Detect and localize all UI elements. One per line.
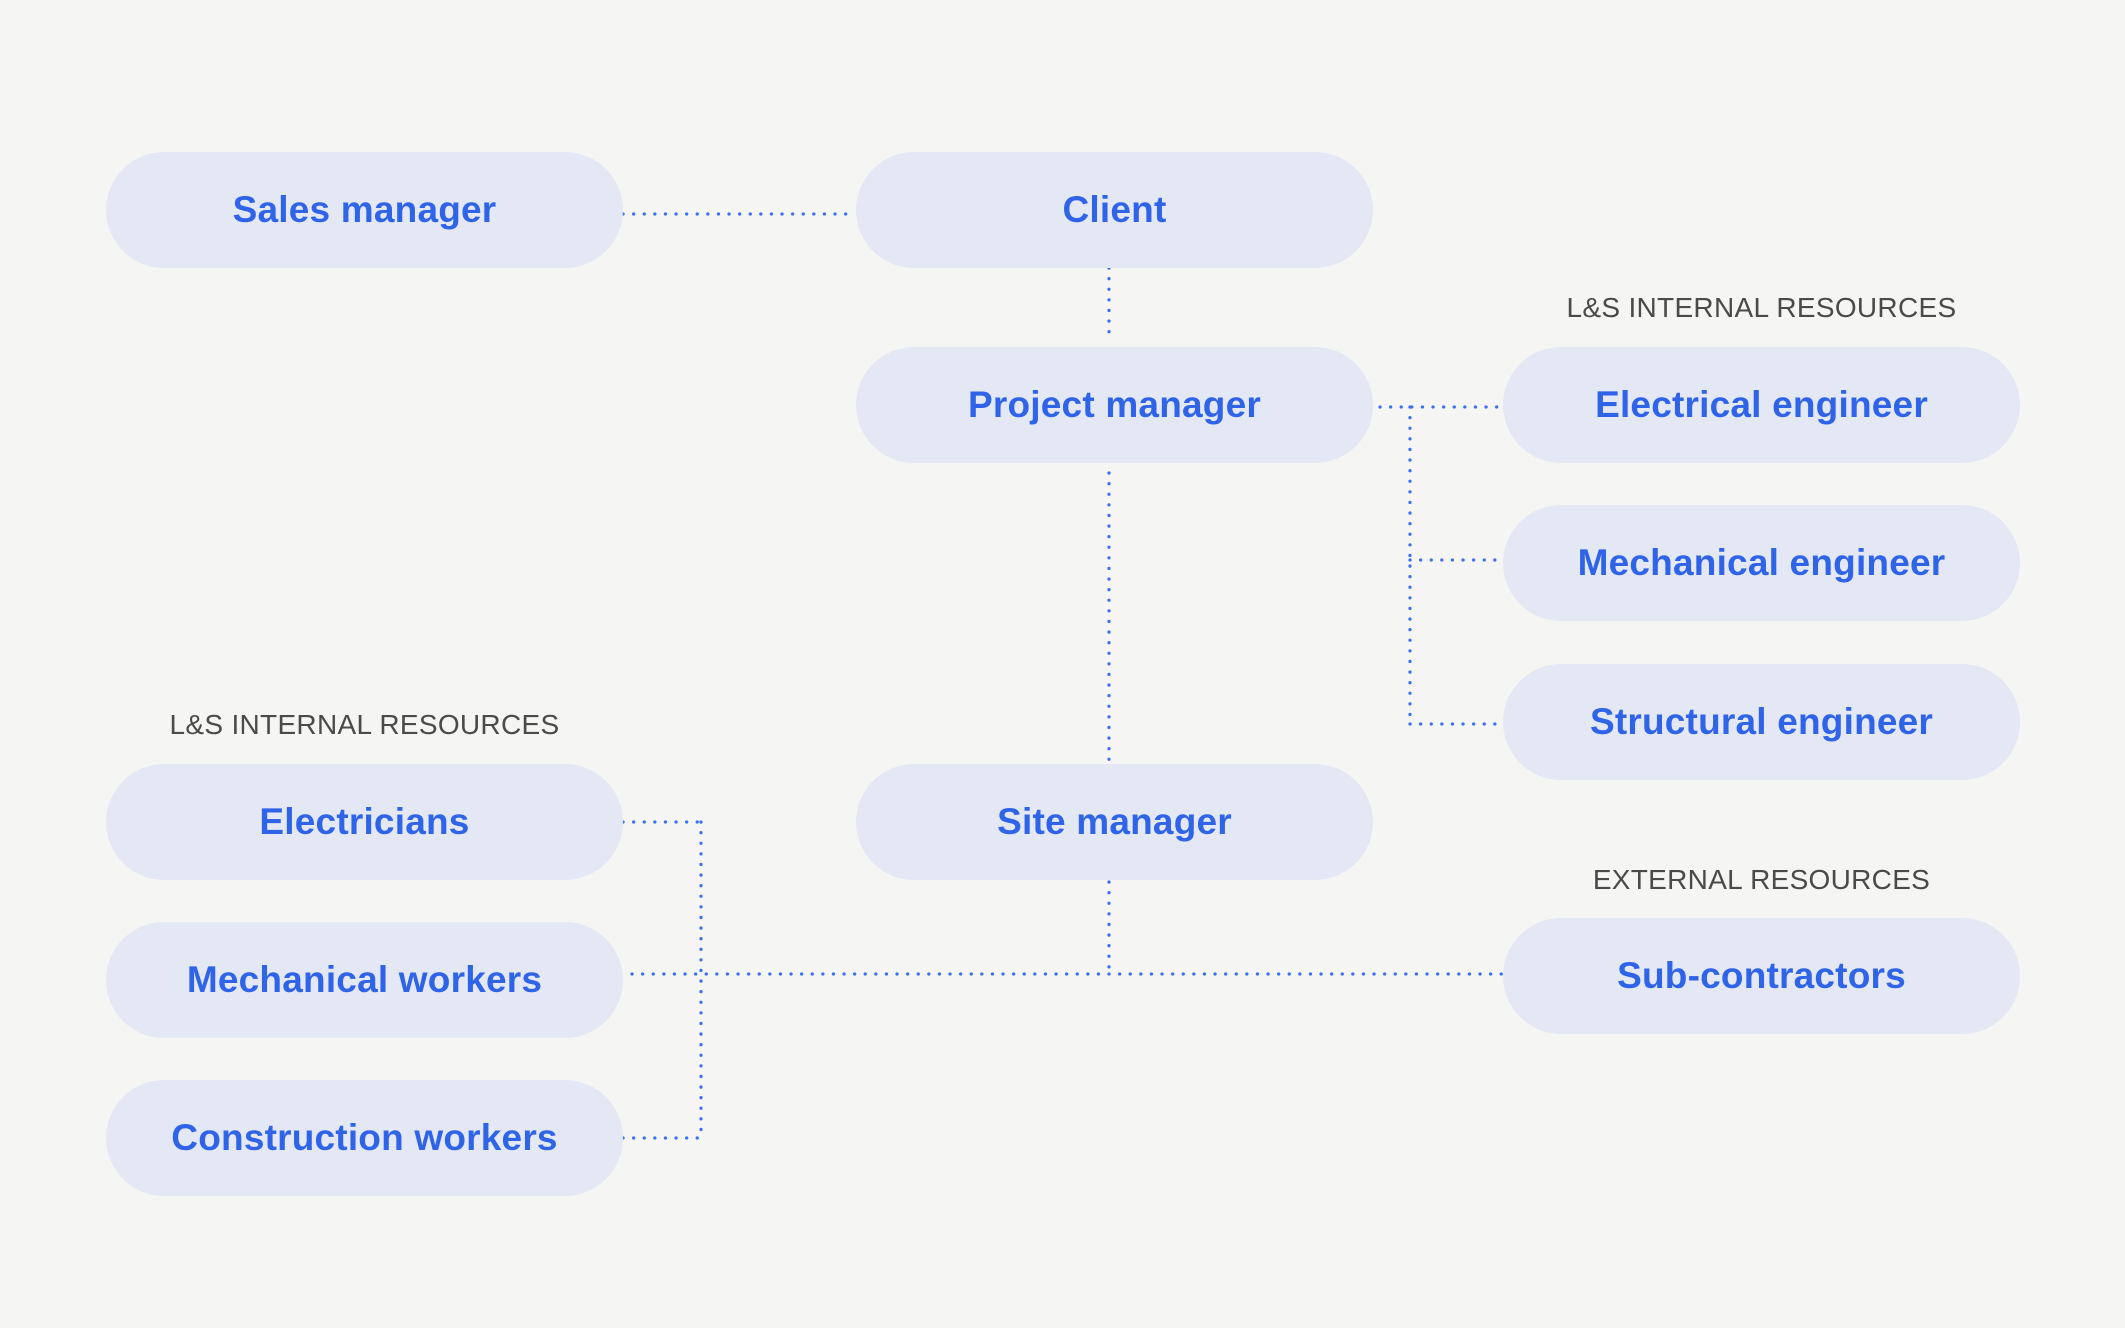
node-sales-manager: Sales manager xyxy=(106,152,623,268)
node-structural-engineer: Structural engineer xyxy=(1503,664,2020,780)
node-label: Site manager xyxy=(997,801,1232,842)
node-label: Mechanical engineer xyxy=(1577,542,1946,583)
group-label-engineers: L&S INTERNAL RESOURCES xyxy=(1566,292,1957,323)
node-sub-contractors: Sub-contractors xyxy=(1503,918,2020,1034)
node-label: Client xyxy=(1062,189,1167,230)
node-label: Sub-contractors xyxy=(1617,955,1906,996)
node-label: Electrical engineer xyxy=(1595,384,1928,425)
node-construction-workers: Construction workers xyxy=(106,1080,623,1196)
node-label: Mechanical workers xyxy=(186,959,543,1000)
node-label: Structural engineer xyxy=(1589,701,1934,742)
node-label: Project manager xyxy=(968,384,1261,425)
node-mechanical-engineer: Mechanical engineer xyxy=(1503,505,2020,621)
node-project-manager: Project manager xyxy=(856,347,1373,463)
node-site-manager: Site manager xyxy=(856,764,1373,880)
node-mechanical-workers: Mechanical workers xyxy=(106,922,623,1038)
node-label: Electricians xyxy=(259,801,470,842)
node-label: Sales manager xyxy=(232,189,497,230)
node-electrical-engineer: Electrical engineer xyxy=(1503,347,2020,463)
node-label: Construction workers xyxy=(171,1117,558,1158)
group-label-workers: L&S INTERNAL RESOURCES xyxy=(169,709,560,740)
group-label-external: EXTERNAL RESOURCES xyxy=(1592,864,1931,895)
node-electricians: Electricians xyxy=(106,764,623,880)
node-client: Client xyxy=(856,152,1373,268)
